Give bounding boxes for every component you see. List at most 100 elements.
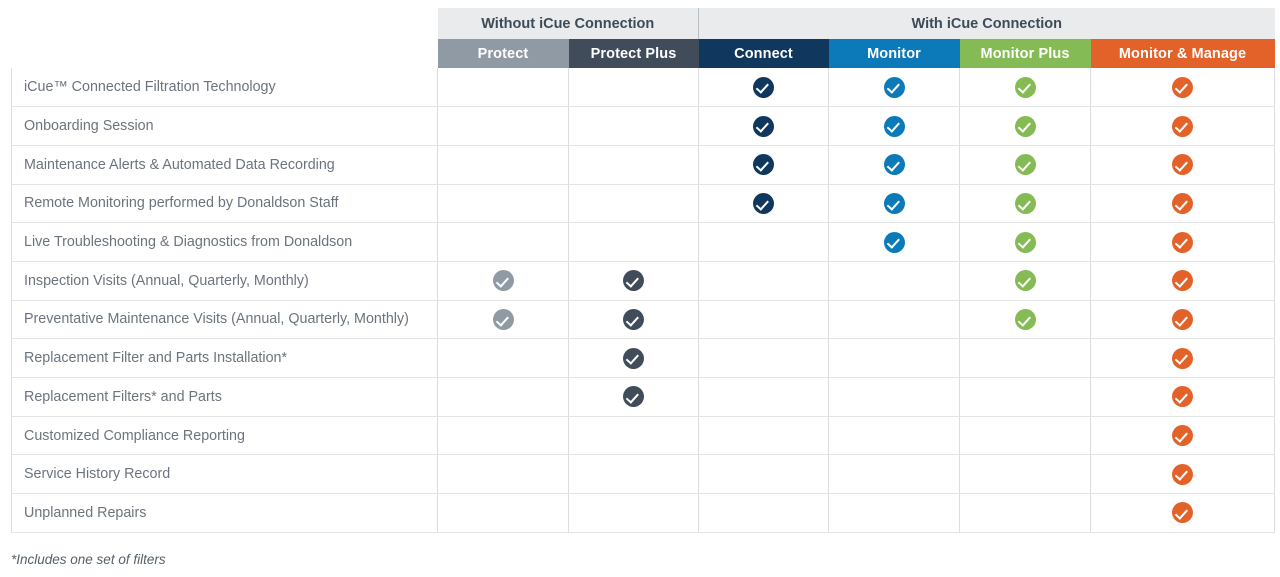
feature-label: Live Troubleshooting & Diagnostics from … bbox=[11, 222, 438, 262]
cell-protect bbox=[437, 183, 569, 224]
cell-connect bbox=[698, 183, 830, 224]
feature-label: Preventative Maintenance Visits (Annual,… bbox=[11, 299, 438, 340]
check-icon bbox=[753, 76, 775, 98]
table-row: Inspection Visits (Annual, Quarterly, Mo… bbox=[11, 260, 1276, 301]
cell-protect bbox=[437, 260, 569, 301]
cell-monitor_manage bbox=[1090, 222, 1276, 262]
cell-protect bbox=[437, 377, 569, 417]
check-icon bbox=[623, 270, 644, 292]
cell-monitor_plus bbox=[959, 106, 1092, 146]
cell-monitor_plus bbox=[959, 377, 1092, 417]
check-icon bbox=[753, 154, 775, 176]
check-icon bbox=[623, 386, 644, 408]
cell-protect bbox=[437, 415, 569, 456]
check-icon bbox=[753, 115, 775, 137]
check-icon bbox=[1172, 192, 1194, 214]
cell-monitor_manage bbox=[1090, 415, 1276, 456]
check-icon bbox=[1014, 192, 1036, 214]
cell-protect_plus bbox=[568, 106, 700, 146]
cell-monitor_plus bbox=[959, 299, 1092, 340]
cell-monitor bbox=[828, 222, 961, 262]
check-icon bbox=[492, 308, 514, 330]
cell-connect bbox=[698, 454, 830, 495]
cell-protect_plus bbox=[568, 454, 700, 495]
cell-monitor_manage bbox=[1090, 106, 1276, 146]
plan-header-monitor[interactable]: Monitor bbox=[828, 39, 960, 68]
table-row: Replacement Filter and Parts Installatio… bbox=[11, 338, 1276, 378]
check-icon bbox=[1172, 76, 1194, 98]
check-icon bbox=[1172, 425, 1194, 447]
cell-protect_plus bbox=[568, 144, 700, 185]
check-icon bbox=[1172, 270, 1194, 292]
cell-monitor_manage bbox=[1090, 377, 1276, 417]
plan-header-row: Protect Protect Plus Connect Monitor Mon… bbox=[11, 39, 1275, 68]
cell-monitor_manage bbox=[1090, 493, 1276, 533]
table-row: Service History Record bbox=[11, 454, 1276, 495]
table-row: Onboarding Session bbox=[11, 106, 1276, 146]
table-header: Without iCue Connection With iCue Connec… bbox=[11, 8, 1275, 68]
cell-monitor bbox=[828, 183, 961, 224]
check-icon bbox=[1014, 154, 1036, 176]
cell-monitor bbox=[828, 415, 961, 456]
check-icon bbox=[1172, 308, 1194, 330]
cell-connect bbox=[698, 338, 830, 378]
cell-monitor_plus bbox=[959, 222, 1092, 262]
cell-monitor bbox=[828, 106, 961, 146]
cell-protect bbox=[437, 454, 569, 495]
cell-monitor_plus bbox=[959, 454, 1092, 495]
group-header-row: Without iCue Connection With iCue Connec… bbox=[11, 8, 1275, 39]
plan-header-monitor-plus[interactable]: Monitor Plus bbox=[959, 39, 1091, 68]
cell-monitor_plus bbox=[959, 183, 1092, 224]
cell-connect bbox=[698, 260, 830, 301]
cell-protect_plus bbox=[568, 222, 700, 262]
check-icon bbox=[883, 115, 905, 137]
cell-protect bbox=[437, 144, 569, 185]
check-icon bbox=[1172, 347, 1194, 369]
check-icon bbox=[883, 192, 905, 214]
check-icon bbox=[1172, 115, 1194, 137]
check-icon bbox=[1014, 308, 1036, 330]
table-row: Preventative Maintenance Visits (Annual,… bbox=[11, 299, 1276, 340]
cell-monitor_plus bbox=[959, 338, 1092, 378]
cell-monitor_manage bbox=[1090, 454, 1276, 495]
check-icon bbox=[1172, 463, 1194, 485]
plan-header-monitor-and-manage[interactable]: Monitor & Manage bbox=[1090, 39, 1275, 68]
cell-protect_plus bbox=[568, 415, 700, 456]
check-icon bbox=[883, 76, 905, 98]
cell-monitor bbox=[828, 377, 961, 417]
table-row: Remote Monitoring performed by Donaldson… bbox=[11, 183, 1276, 224]
cell-monitor bbox=[828, 68, 961, 108]
cell-protect bbox=[437, 106, 569, 146]
footnote: *Includes one set of filters bbox=[11, 552, 166, 567]
feature-label: Customized Compliance Reporting bbox=[11, 415, 438, 456]
check-icon bbox=[1014, 231, 1036, 253]
cell-protect_plus bbox=[568, 338, 700, 378]
cell-monitor_plus bbox=[959, 415, 1092, 456]
cell-monitor bbox=[828, 493, 961, 533]
table-row: iCue™ Connected Filtration Technology bbox=[11, 68, 1276, 108]
table-row: Live Troubleshooting & Diagnostics from … bbox=[11, 222, 1276, 262]
group-header-spacer bbox=[11, 8, 438, 39]
check-icon bbox=[1172, 154, 1194, 176]
plan-header-protect-plus[interactable]: Protect Plus bbox=[568, 39, 699, 68]
cell-monitor_manage bbox=[1090, 183, 1276, 224]
cell-protect bbox=[437, 68, 569, 108]
cell-monitor_manage bbox=[1090, 299, 1276, 340]
cell-connect bbox=[698, 144, 830, 185]
table-row: Maintenance Alerts & Automated Data Reco… bbox=[11, 144, 1276, 185]
plan-header-protect[interactable]: Protect bbox=[437, 39, 569, 68]
cell-connect bbox=[698, 377, 830, 417]
cell-monitor_manage bbox=[1090, 338, 1276, 378]
group-header-without-icue: Without iCue Connection bbox=[437, 8, 699, 39]
cell-protect bbox=[437, 299, 569, 340]
cell-monitor bbox=[828, 454, 961, 495]
feature-label: Replacement Filter and Parts Installatio… bbox=[11, 338, 438, 378]
cell-monitor_manage bbox=[1090, 260, 1276, 301]
cell-protect_plus bbox=[568, 299, 700, 340]
group-header-with-icue: With iCue Connection bbox=[698, 8, 1275, 39]
cell-connect bbox=[698, 415, 830, 456]
feature-label: Onboarding Session bbox=[11, 106, 438, 146]
plan-header-connect[interactable]: Connect bbox=[698, 39, 829, 68]
check-icon bbox=[492, 270, 514, 292]
